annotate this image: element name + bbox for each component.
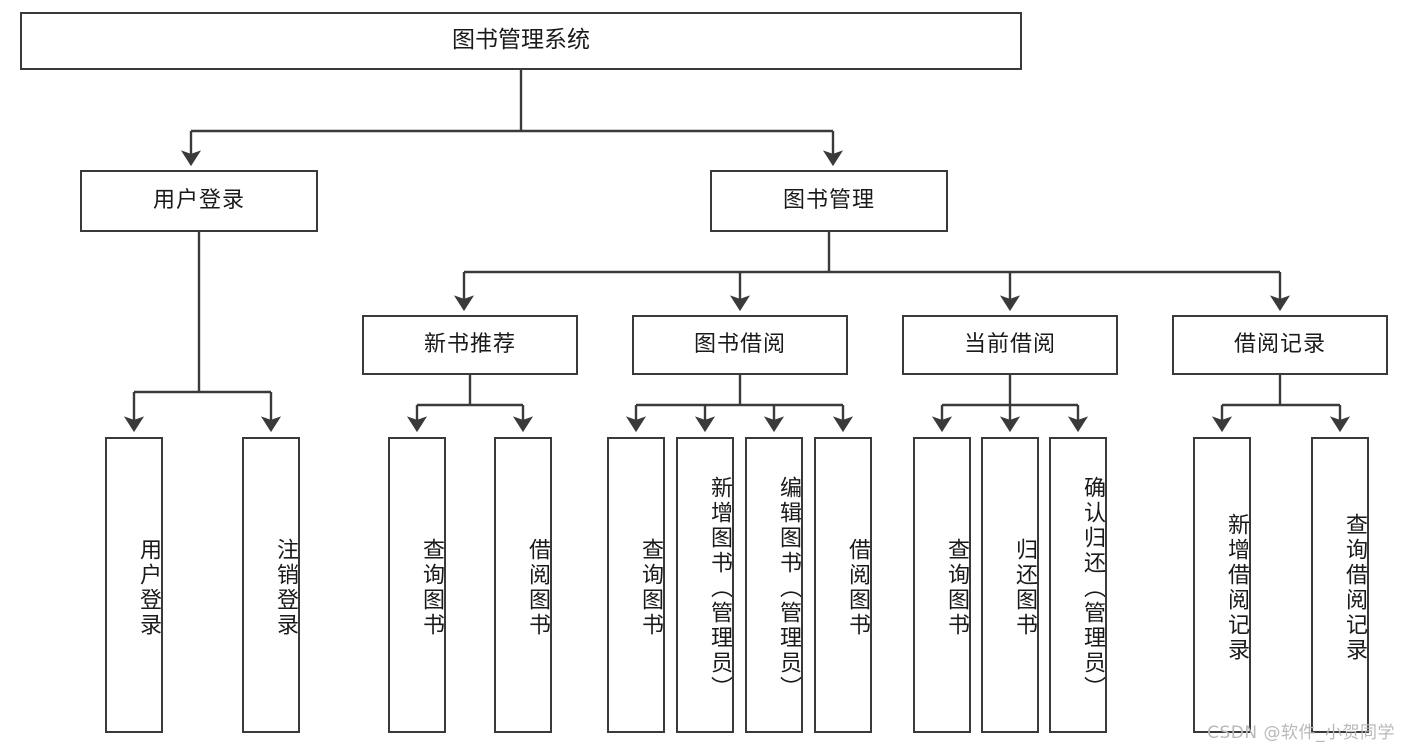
leaf-confirm-return-admin[interactable]: 确认归还（管理员） <box>1049 437 1107 733</box>
leaf-edit-book-admin[interactable]: 编辑图书（管理员） <box>745 437 803 733</box>
node-label: 注销登录 <box>273 538 298 638</box>
node-label: 当前借阅 <box>963 332 1056 358</box>
node-label: 查询借阅记录 <box>1342 513 1367 663</box>
node-book-manage[interactable]: 图书管理 <box>710 170 948 232</box>
node-label: 查询图书 <box>419 538 444 638</box>
node-book-borrow[interactable]: 图书借阅 <box>632 315 848 375</box>
node-label: 图书借阅 <box>693 332 786 358</box>
leaf-add-borrow-record[interactable]: 新增借阅记录 <box>1193 437 1251 733</box>
node-label: 确认归还（管理员） <box>1080 475 1105 701</box>
leaf-query-borrow-record[interactable]: 查询借阅记录 <box>1311 437 1369 733</box>
csdn-watermark: CSDN @软件_小贺同学 <box>1207 723 1395 743</box>
node-new-book-recommend[interactable]: 新书推荐 <box>362 315 578 375</box>
leaf-user-login[interactable]: 用户登录 <box>105 437 163 733</box>
node-label: 新增借阅记录 <box>1224 513 1249 663</box>
node-current-borrow[interactable]: 当前借阅 <box>902 315 1118 375</box>
leaf-borrow-book[interactable]: 借阅图书 <box>814 437 872 733</box>
leaf-query-book-borrow[interactable]: 查询图书 <box>607 437 665 733</box>
node-user-login[interactable]: 用户登录 <box>80 170 318 232</box>
node-label: 查询图书 <box>638 538 663 638</box>
node-label: 用户登录 <box>152 188 245 214</box>
node-borrow-record[interactable]: 借阅记录 <box>1172 315 1388 375</box>
node-label: 借阅图书 <box>525 538 550 638</box>
node-label: 图书管理 <box>782 188 875 214</box>
leaf-return-book[interactable]: 归还图书 <box>981 437 1039 733</box>
node-label: 新书推荐 <box>423 332 516 358</box>
node-label: 借阅记录 <box>1233 332 1326 358</box>
node-book-management-system[interactable]: 图书管理系统 <box>20 12 1022 70</box>
node-label: 查询图书 <box>944 538 969 638</box>
node-label: 归还图书 <box>1012 538 1037 638</box>
leaf-query-book-new-recommend[interactable]: 查询图书 <box>388 437 446 733</box>
leaf-query-book-current[interactable]: 查询图书 <box>913 437 971 733</box>
node-label: 图书管理系统 <box>452 27 590 54</box>
leaf-logout-login[interactable]: 注销登录 <box>242 437 300 733</box>
leaf-borrow-book-new-recommend[interactable]: 借阅图书 <box>494 437 552 733</box>
node-label: 用户登录 <box>136 538 161 638</box>
node-label: 编辑图书（管理员） <box>776 475 801 701</box>
leaf-add-book-admin[interactable]: 新增图书（管理员） <box>676 437 734 733</box>
node-label: 借阅图书 <box>845 538 870 638</box>
node-label: 新增图书（管理员） <box>707 475 732 701</box>
